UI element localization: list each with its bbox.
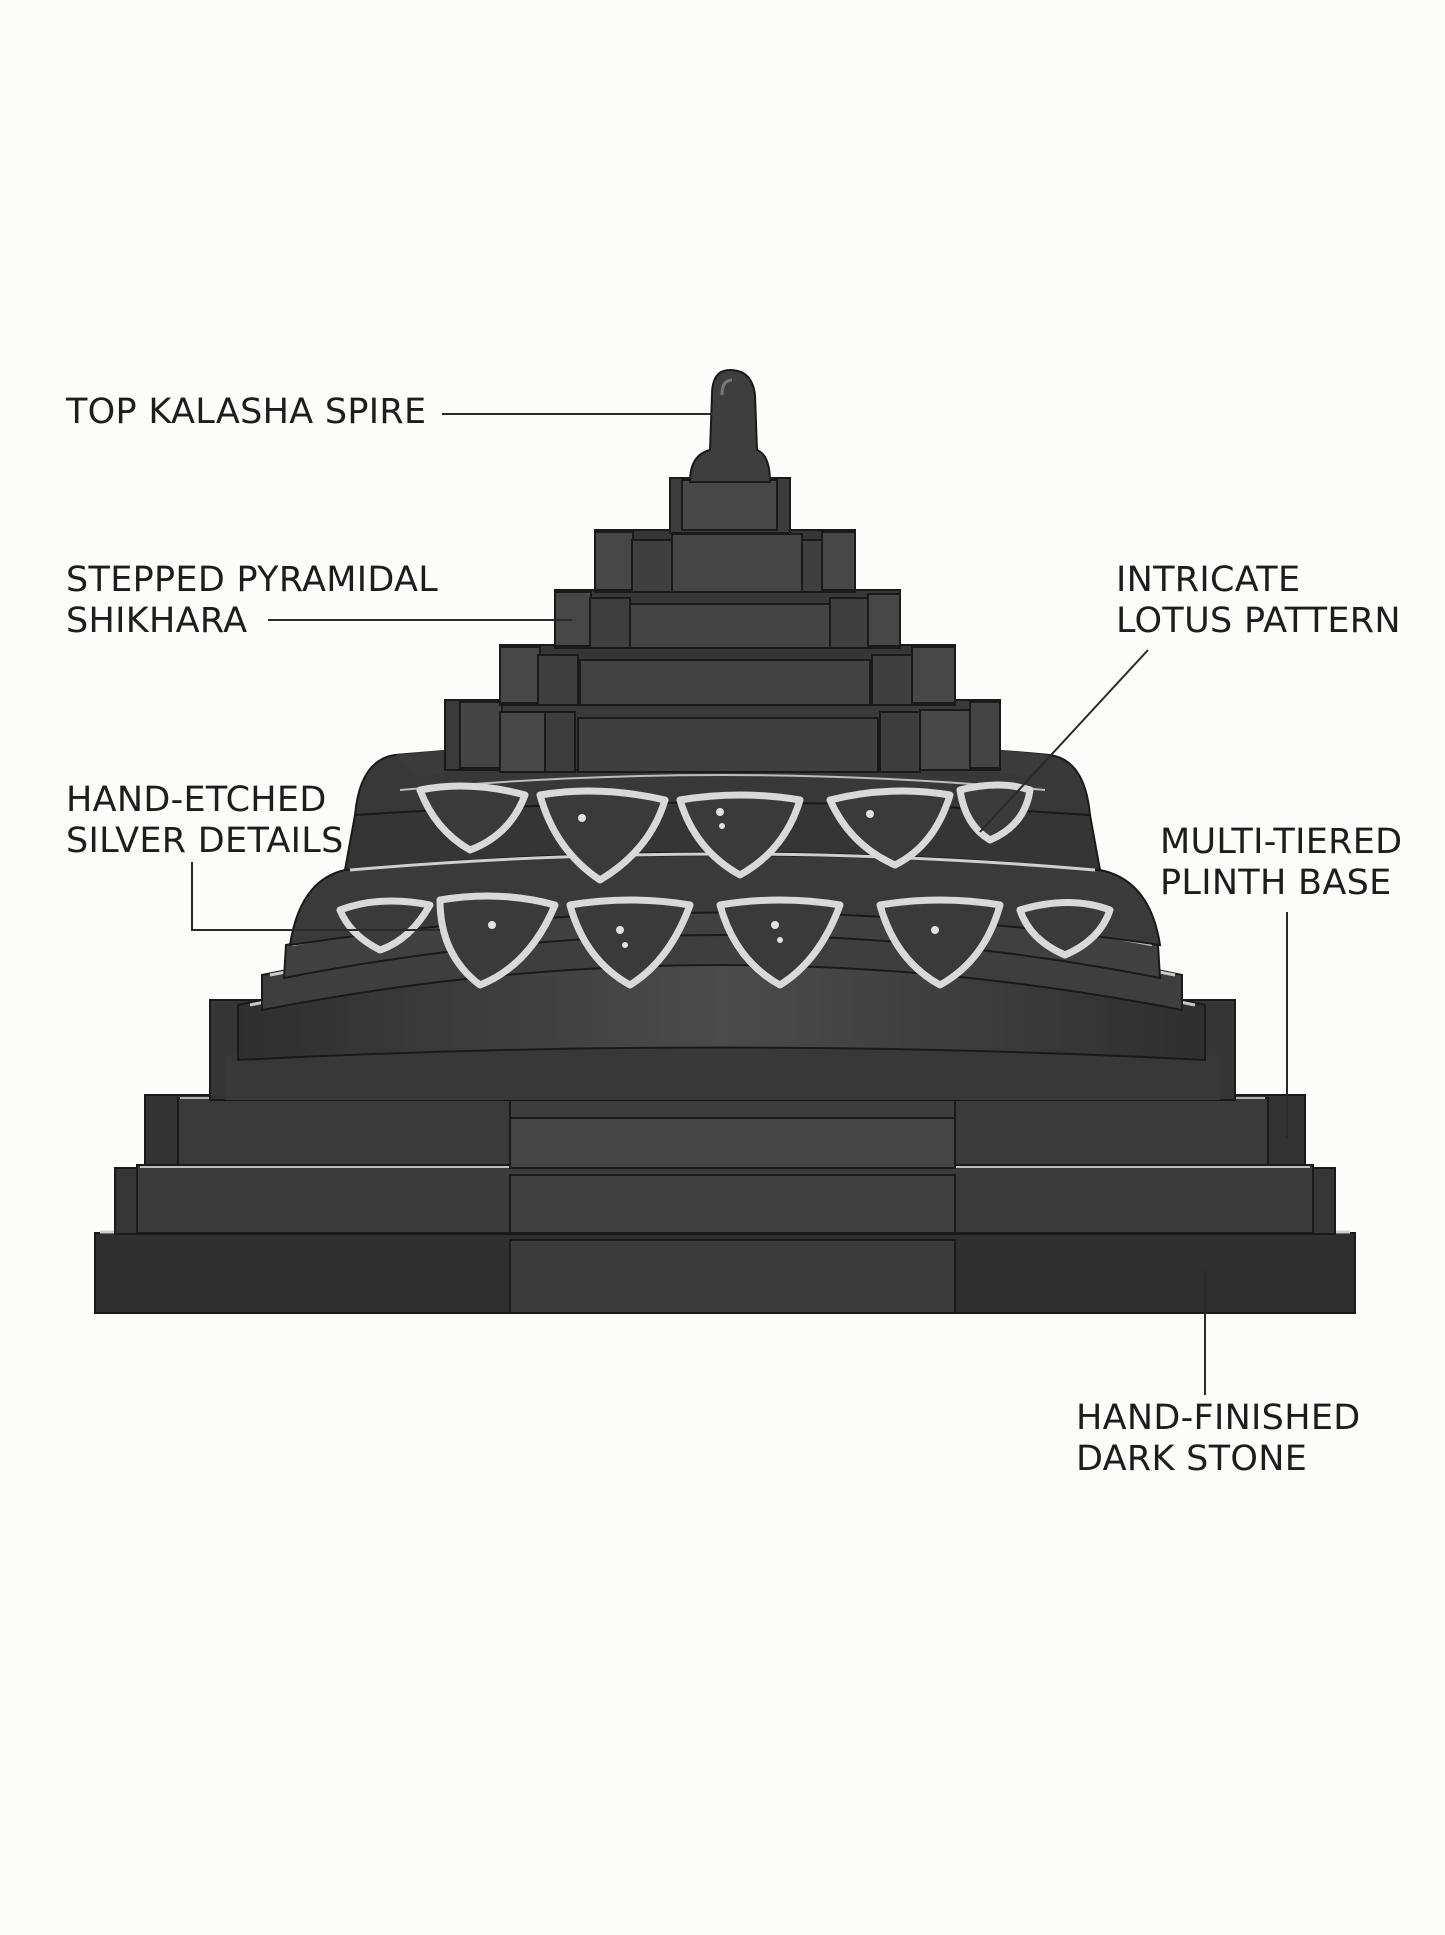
stepped-shikhara: [444, 477, 1001, 773]
lotus-petals-lower: [336, 892, 1114, 989]
leader-lines: [191, 413, 1288, 1395]
label-multi-tiered-plinth-base: MULTI-TIERED PLINTH BASE: [1160, 822, 1402, 904]
label-line: DARK STONE: [1076, 1439, 1308, 1479]
label-line: SILVER DETAILS: [66, 821, 344, 861]
leader-silver: [191, 862, 440, 931]
label-line: HAND-FINISHED: [1076, 1398, 1361, 1438]
lotus-petals-upper: [416, 781, 1034, 884]
label-line: LOTUS PATTERN: [1116, 601, 1401, 641]
silver-dots: [488, 808, 939, 948]
label-line: SHIKHARA: [66, 601, 248, 641]
label-line: TOP KALASHA SPIRE: [66, 392, 427, 432]
label-line: PLINTH BASE: [1160, 863, 1392, 903]
label-line: MULTI-TIERED: [1160, 822, 1403, 862]
label-line: STEPPED PYRAMIDAL: [66, 560, 439, 600]
label-line: HAND-ETCHED: [66, 780, 327, 820]
label-stepped-pyramidal-shikhara: STEPPED PYRAMIDAL SHIKHARA: [66, 560, 438, 642]
label-line: INTRICATE: [1116, 560, 1301, 600]
leader-lotus: [979, 649, 1149, 833]
kalasha-spire: [688, 368, 772, 483]
label-intricate-lotus-pattern: INTRICATE LOTUS PATTERN: [1116, 560, 1401, 642]
label-hand-finished-dark-stone: HAND-FINISHED DARK STONE: [1076, 1398, 1360, 1480]
label-hand-etched-silver-details: HAND-ETCHED SILVER DETAILS: [66, 780, 344, 862]
label-top-kalasha-spire: TOP KALASHA SPIRE: [66, 392, 426, 433]
